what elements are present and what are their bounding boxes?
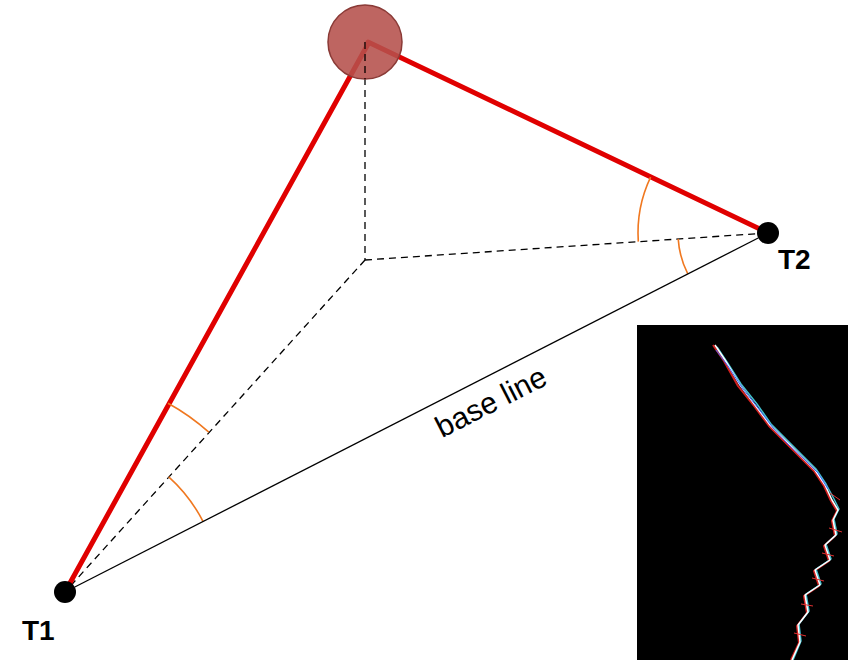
- trace-tick: [822, 553, 834, 556]
- ground-dashed-line: [365, 233, 768, 260]
- station-point: T1: [54, 581, 76, 603]
- target-circle: [328, 5, 402, 79]
- trajectory-trace: [715, 345, 838, 660]
- trace-tick: [794, 633, 806, 636]
- base-line: [75, 238, 758, 587]
- sight-line: [65, 44, 368, 592]
- trajectory-inset: [637, 325, 848, 660]
- ground-dashed-line: [65, 260, 365, 592]
- vertical-dashed-line: [364, 42, 365, 79]
- station-label: T1: [22, 617, 55, 645]
- angle-arc: [678, 239, 688, 274]
- trajectory-trace: [713, 345, 837, 660]
- angle-arc: [638, 177, 651, 241]
- angle-arc: [169, 477, 203, 522]
- station-label: T2: [778, 246, 811, 274]
- trajectory-trace: [716, 350, 828, 489]
- trajectory-trace: [717, 347, 839, 660]
- trace-tick: [829, 528, 842, 532]
- trace-tick: [801, 604, 813, 606]
- angle-arc: [168, 403, 209, 432]
- station-point: T2: [757, 222, 779, 244]
- station-dot: [54, 581, 76, 603]
- sight-line: [368, 42, 768, 233]
- station-dot: [757, 222, 779, 244]
- trace-tick: [812, 578, 824, 581]
- trace-tick: [830, 493, 840, 500]
